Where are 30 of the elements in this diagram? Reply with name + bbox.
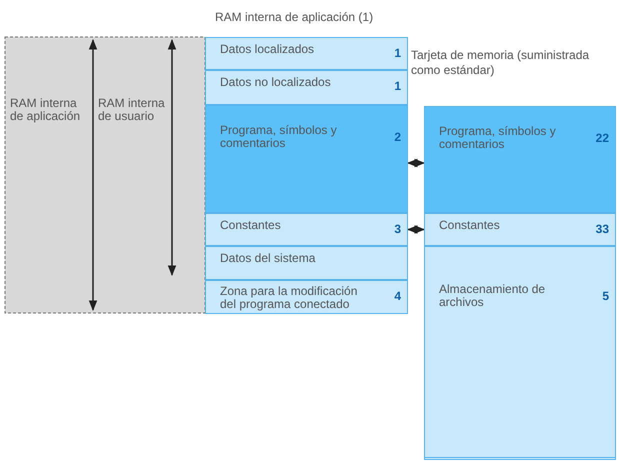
section-label: Constantes	[220, 219, 281, 232]
memory-section	[424, 246, 616, 458]
region-label: RAM interna de aplicación	[10, 97, 82, 123]
section-label: Almacenamiento de archivos	[439, 283, 546, 309]
section-number: 1	[394, 46, 401, 60]
memory-section	[205, 70, 408, 105]
heading: Tarjeta de memoria (suministrada como estándar)	[411, 48, 590, 78]
section-number: 22	[596, 131, 609, 145]
section-label: Datos del sistema	[220, 252, 316, 265]
memory-section	[205, 246, 408, 280]
section-label: Datos localizados	[220, 43, 314, 56]
double-arrow	[406, 225, 426, 234]
region-label: RAM interna de usuario	[98, 97, 166, 123]
section-label: Zona para la modificación del programa conectado	[220, 285, 358, 311]
memory-section	[424, 213, 616, 246]
section-label: Datos no localizados	[220, 76, 331, 89]
section-number: 33	[596, 222, 609, 236]
memory-section	[205, 213, 408, 246]
section-number: 3	[394, 222, 401, 236]
section-label: Programa, símbolos y comentarios	[439, 125, 557, 151]
section-label: Programa, símbolos y comentarios	[220, 124, 338, 150]
double-arrow	[406, 158, 426, 168]
section-number: 1	[394, 79, 401, 93]
section-number: 4	[394, 289, 401, 303]
memory-section	[205, 105, 408, 213]
section-number: 5	[602, 289, 609, 303]
section-number: 2	[394, 130, 401, 144]
section-label: Constantes	[439, 219, 500, 232]
heading: RAM interna de aplicación (1)	[215, 10, 374, 25]
memory-section	[424, 106, 616, 213]
